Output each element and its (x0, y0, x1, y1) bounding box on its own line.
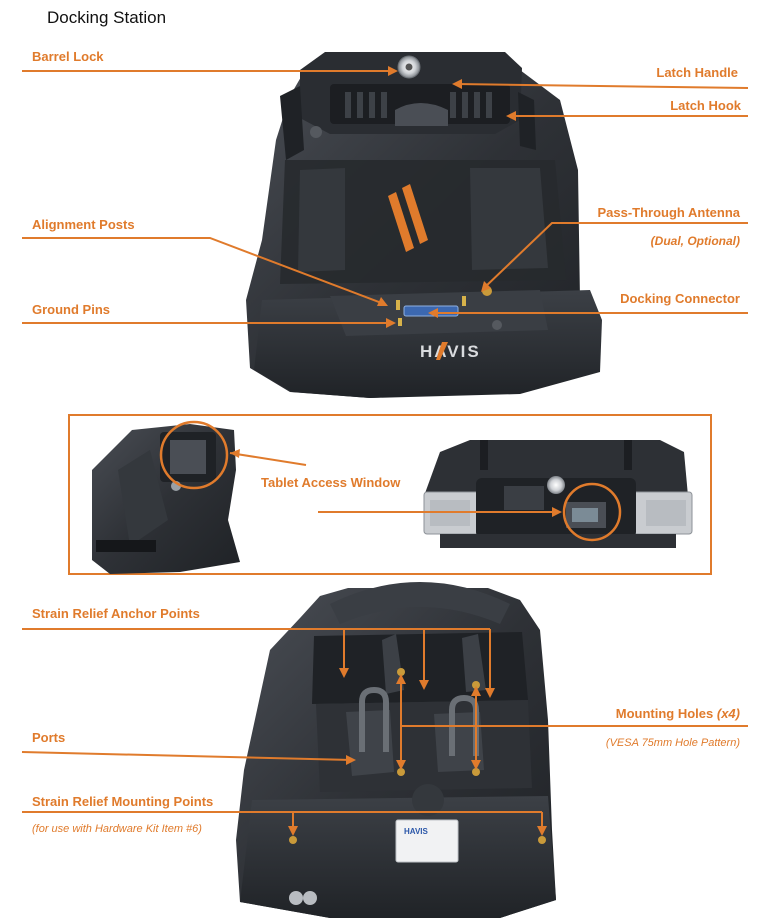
docking-station-rear-view: HAVIS (236, 582, 556, 918)
label-mounting-holes-count: (x4) (716, 706, 740, 721)
label-latch-handle: Latch Handle (656, 65, 738, 80)
tablet-access-window-frame (68, 414, 712, 575)
top-view-highlight-circle (562, 482, 622, 542)
label-hardware-note: (for use with Hardware Kit Item #6) (32, 823, 202, 835)
leader-lines-top (22, 66, 749, 328)
docking-station-side-view (92, 424, 240, 574)
page-title: Docking Station (47, 8, 167, 27)
label-vesa-note: (VESA 75mm Hole Pattern) (605, 737, 740, 749)
label-barrel-lock: Barrel Lock (32, 49, 104, 64)
label-ports: Ports (32, 730, 66, 745)
leader-lines-bottom (21, 628, 748, 836)
label-tablet-access-window: Tablet Access Window (261, 475, 401, 490)
label-alignment-posts: Alignment Posts (32, 217, 135, 232)
leader-line-access-left (229, 452, 307, 466)
label-pass-through-antenna: Pass-Through Antenna (597, 205, 740, 220)
label-mounting-holes-text: Mounting Holes (615, 706, 714, 721)
label-mounting-holes: Mounting Holes (x4) (616, 706, 740, 722)
label-strain-relief-mounting-points: Strain Relief Mounting Points (32, 794, 214, 809)
side-view-highlight-circle (159, 420, 229, 490)
label-antenna-note: (Dual, Optional) (650, 234, 740, 248)
svg-text:HAVIS: HAVIS (404, 827, 429, 836)
label-strain-relief-anchor-points: Strain Relief Anchor Points (32, 606, 200, 621)
brand-logo: HAVIS (420, 342, 481, 361)
docking-station-top-view (423, 440, 693, 548)
label-ground-pins: Ground Pins (32, 302, 110, 317)
label-latch-hook: Latch Hook (670, 98, 741, 113)
label-docking-connector: Docking Connector (620, 291, 740, 306)
